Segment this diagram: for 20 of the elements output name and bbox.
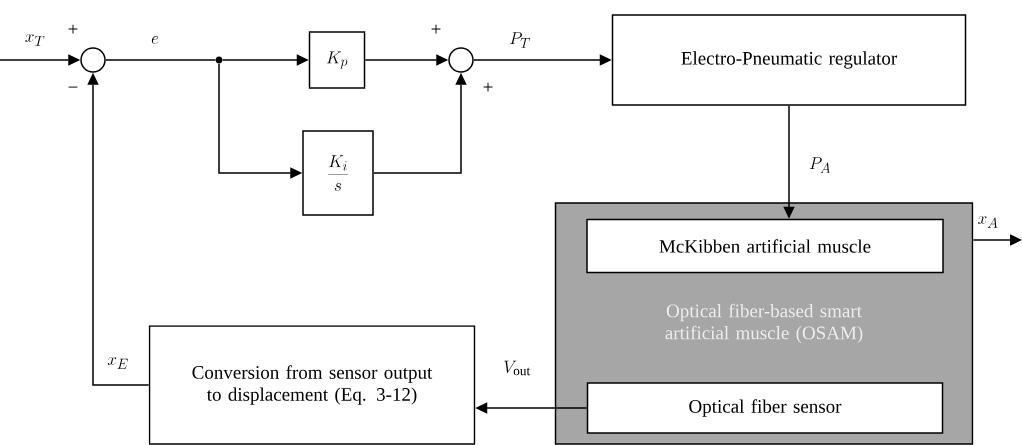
process-box: Optical fiber sensor (586, 382, 944, 434)
edge-label: $e$ (151, 36, 159, 44)
sign-label: + (431, 24, 441, 34)
sign-label: − (68, 86, 78, 88)
sign-label: + (483, 82, 493, 92)
edge-label: $P_T$ (510, 32, 531, 48)
edge-label: $x_T$ (25, 34, 45, 46)
edge-label: $x_E$ (107, 357, 128, 369)
process-box: Conversion from sensor output to displacement (Eq. 3-12) (148, 325, 476, 445)
integrator-block: $\frac{K_i}{s}$ (302, 130, 374, 216)
summing-junction (80, 47, 106, 73)
process-box: Electro-Pneumatic regulator (611, 14, 967, 106)
gain-block: $K_p$ (308, 31, 366, 89)
edge-label: $x_A$ (978, 216, 998, 228)
edge-label: $P_A$ (809, 157, 831, 173)
edge-label: $V_\mathrm{out}$ (504, 360, 531, 376)
process-box: McKibben artificial muscle (586, 218, 944, 274)
summing-junction (448, 47, 474, 73)
sign-label: + (68, 24, 78, 34)
branch-point (215, 56, 223, 64)
